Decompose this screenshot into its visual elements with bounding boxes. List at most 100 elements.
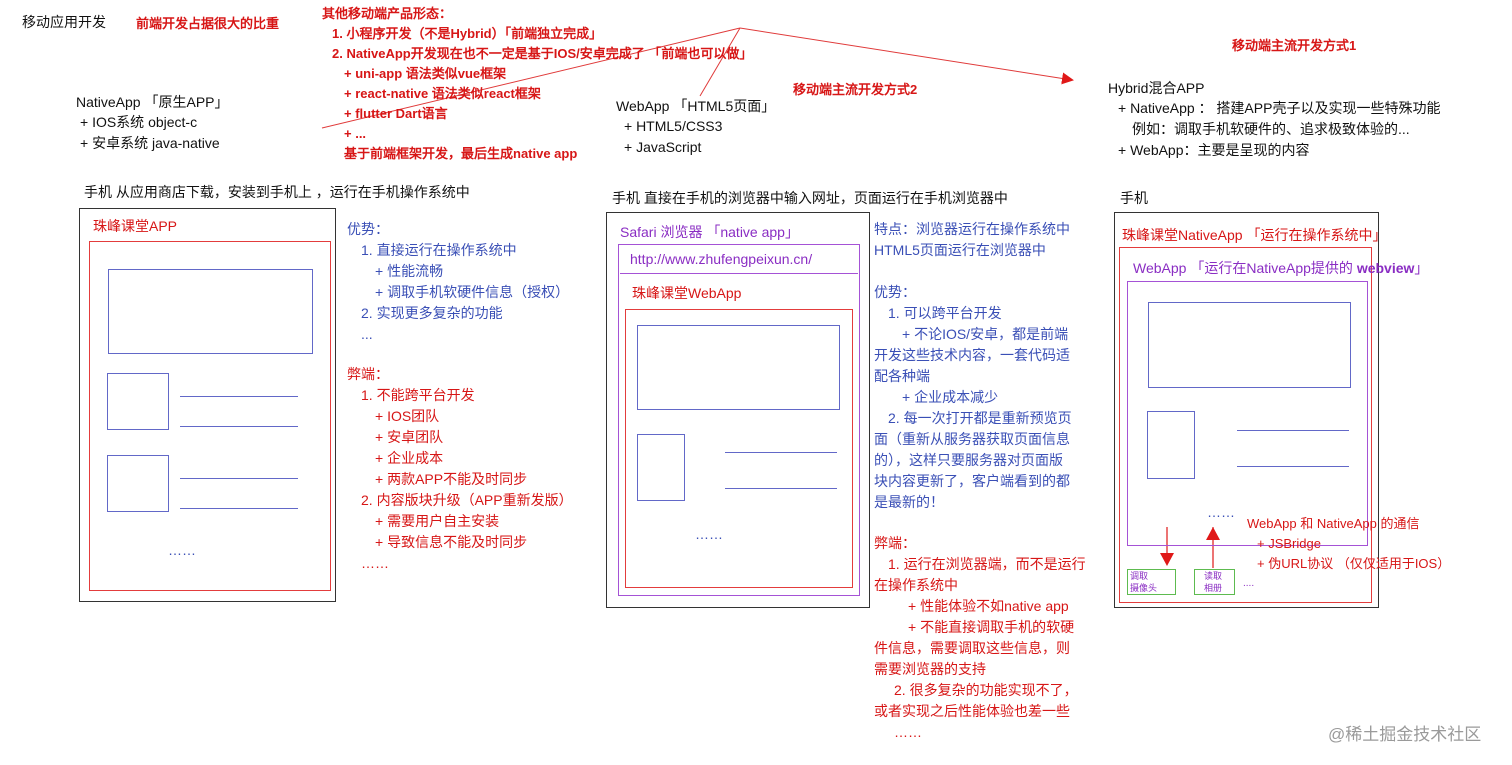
native-phone-caption: 手机 从应用商店下载，安装到手机上 ，运行在手机操作系统中	[84, 184, 470, 200]
webapp-url-divider	[620, 273, 858, 274]
cons-item: 在操作系统中	[874, 577, 958, 593]
camera-box	[1127, 569, 1176, 595]
pros-heading: 优势：	[347, 221, 389, 237]
native-thumb-placeholder	[107, 455, 169, 512]
feature-line: HTML5页面运行在浏览器中	[874, 242, 1046, 258]
other-forms-line: 2. NativeApp开发现在也不一定是基于IOS/安卓完成了 「前端也可以做…	[332, 46, 753, 61]
pros-item: + 不论IOS/安卓，都是前端	[902, 326, 1069, 342]
webapp-pros: 优势： 1. 可以跨平台开发 + 不论IOS/安卓，都是前端 开发这些技术内容，…	[874, 282, 1072, 513]
native-item: + 安卓系统 java-native	[80, 135, 220, 151]
other-forms-line: + ...	[344, 126, 367, 141]
arrow-up-icon	[1206, 527, 1220, 540]
hybrid-item: + NativeApp ： 搭建APP壳子以及实现一些特殊功能	[1118, 100, 1441, 116]
webapp-item: + JavaScript	[624, 139, 702, 155]
cons-item: 1. 运行在浏览器端，而不是运行	[888, 556, 1086, 572]
pros-item: 开发这些技术内容，一套代码适	[874, 347, 1070, 363]
native-text-line	[180, 426, 298, 427]
native-app-name: 珠峰课堂APP	[93, 218, 178, 234]
pros-item: + 性能流畅	[375, 263, 444, 279]
album-label: 读取 相册	[1204, 570, 1222, 594]
album-box	[1194, 569, 1235, 595]
cons-item: + 安卓团队	[375, 429, 444, 445]
arrow-down-icon	[1160, 553, 1174, 566]
watermark: @稀土掘金技术社区	[1328, 725, 1482, 744]
webapp-page-screen	[625, 309, 853, 588]
pros-item: 1. 可以跨平台开发	[888, 305, 1002, 321]
hybrid-ellipsis: ……	[1207, 504, 1235, 520]
camera-label-line: 调取	[1130, 571, 1149, 581]
other-forms-line: 基于前端框架开发，最后生成native app	[344, 146, 578, 161]
hybrid-phone-frame	[1114, 212, 1379, 608]
webapp-phone-frame	[606, 212, 870, 608]
other-forms-heading: 其他移动端产品形态：	[322, 6, 453, 21]
hybrid-item: + WebApp：主要是呈现的内容	[1118, 142, 1310, 158]
camera-label-line: 摄像头	[1130, 583, 1158, 593]
webapp-thumb-placeholder	[637, 434, 685, 501]
webapp-browser-window	[618, 244, 860, 596]
hybrid-item: 例如：调取手机软硬件的、追求极致体验的...	[1132, 121, 1410, 137]
pros-item: 2. 每一次打开都是重新预览页	[888, 410, 1072, 426]
pros-item: 块内容更新了，客户端看到的都	[874, 473, 1070, 489]
comm-item: + 伪URL协议 （仅仅适用于IOS）	[1257, 556, 1451, 571]
hybrid-native-shell	[1119, 247, 1372, 603]
mode2-label: 移动端主流开发方式2	[793, 82, 918, 97]
native-thumb-placeholder	[107, 373, 169, 430]
pros-item: + 调取手机软硬件信息（授权）	[375, 284, 570, 300]
cons-item: + 企业成本	[375, 450, 444, 466]
native-cons: 弊端： 1. 不能跨平台开发 + IOS团队 + 安卓团队 + 企业成本 + 两…	[347, 364, 573, 574]
native-banner-placeholder	[108, 269, 313, 354]
webapp-app-name: 珠峰课堂WebApp	[632, 285, 742, 301]
webapp-text-line	[725, 452, 837, 453]
pros-item: 配各种端	[874, 368, 930, 384]
cons-item: + 需要用户自主安装	[375, 513, 500, 529]
hybrid-webview-label: WebApp 「运行在NativeApp提供的 webview」	[1133, 258, 1428, 278]
webview-prefix: WebApp 「运行在NativeApp提供的	[1133, 260, 1357, 276]
comm-item: + JSBridge	[1257, 536, 1321, 551]
hybrid-thumb-placeholder	[1147, 411, 1195, 479]
webapp-text-line	[725, 488, 837, 489]
native-text-line	[180, 508, 298, 509]
native-text-line	[180, 478, 298, 479]
album-label-line: 相册	[1204, 583, 1223, 593]
pros-item: 的），这样只要服务器对页面版	[874, 452, 1063, 468]
hybrid-webview-frame	[1127, 281, 1368, 546]
cons-item: + 不能直接调取手机的软硬	[908, 619, 1075, 635]
webapp-browser-label: Safari 浏览器 「native app」	[620, 224, 799, 240]
webview-bold: webview	[1356, 260, 1415, 276]
native-title: NativeApp 「原生APP」	[76, 94, 229, 110]
cons-item: + 导致信息不能及时同步	[375, 534, 528, 550]
hybrid-text-line	[1237, 430, 1349, 431]
native-phone-frame	[79, 208, 336, 602]
webapp-banner-placeholder	[637, 325, 840, 410]
hybrid-small-dots: ....	[1243, 578, 1255, 589]
cons-item: 或者实现之后性能体验也差一些	[874, 703, 1070, 719]
album-label-line: 读取	[1204, 571, 1223, 581]
cons-heading: 弊端：	[347, 366, 389, 382]
cons-item: ……	[361, 555, 389, 571]
cons-item: 1. 不能跨平台开发	[361, 387, 475, 403]
native-text-line	[180, 396, 298, 397]
native-item: + IOS系统 object-c	[80, 114, 198, 130]
hybrid-title: Hybrid混合APP	[1108, 80, 1205, 96]
page-title: 移动应用开发	[22, 14, 106, 30]
pros-item: 面（重新从服务器获取页面信息	[874, 431, 1070, 447]
other-forms-line: + flutter Dart语言	[344, 106, 448, 121]
other-forms-line: 1. 小程序开发（不是Hybrid）「前端独立完成」	[332, 26, 603, 41]
webapp-ellipsis: ……	[695, 526, 723, 542]
cons-item: ……	[894, 724, 922, 740]
hybrid-native-app-name: 珠峰课堂NativeApp 「运行在操作系统中」	[1122, 227, 1387, 243]
cons-item: 2. 很多复杂的功能实现不了，	[894, 682, 1078, 698]
webapp-url: http://www.zhufengpeixun.cn/	[630, 251, 813, 267]
pros-item: ...	[361, 326, 373, 342]
webapp-title: WebApp 「HTML5页面」	[616, 98, 776, 114]
comm-heading: WebApp 和 NativeApp 的通信	[1247, 516, 1420, 531]
cons-item: 件信息，需要调取这些信息，则	[874, 640, 1070, 656]
pros-item: 是最新的！	[874, 494, 944, 510]
cons-item: 需要浏览器的支持	[874, 661, 986, 677]
hybrid-phone-caption: 手机	[1120, 190, 1148, 206]
pros-item: 2. 实现更多复杂的功能	[361, 305, 503, 321]
native-pros: 优势： 1. 直接运行在操作系统中 + 性能流畅 + 调取手机软硬件信息（授权）…	[347, 219, 569, 345]
native-app-screen	[89, 241, 331, 591]
cons-item: 2. 内容版块升级（APP重新发版）	[361, 492, 573, 508]
